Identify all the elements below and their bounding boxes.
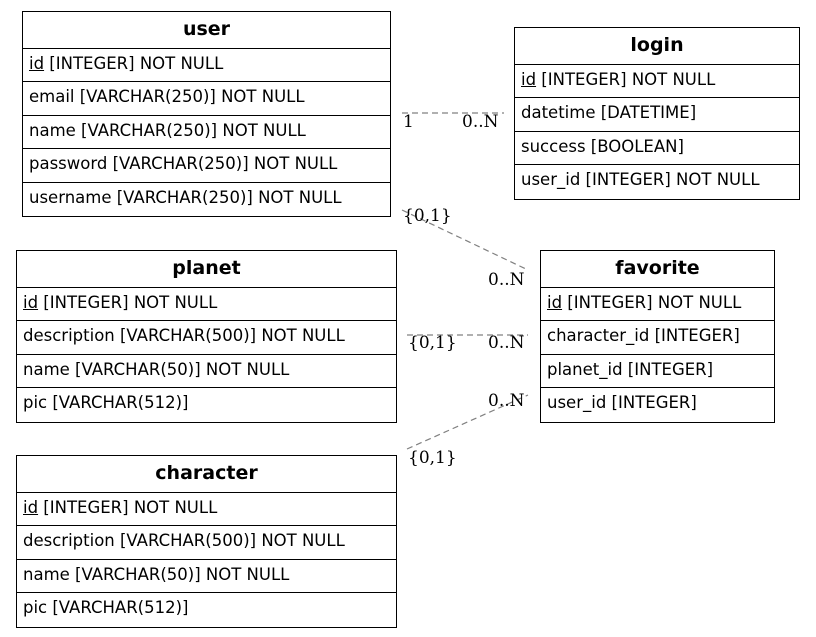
attribute-label: password [VARCHAR(250)] NOT NULL xyxy=(29,154,338,174)
attribute-label: email [VARCHAR(250)] NOT NULL xyxy=(29,87,305,107)
entity-title: login xyxy=(515,28,799,65)
attribute-label: name [VARCHAR(50)] NOT NULL xyxy=(23,564,290,584)
cardinality-user-login-to: 0..N xyxy=(462,112,499,132)
attribute-label: pic [VARCHAR(512)] xyxy=(23,598,189,618)
cardinality-character-favorite-to: 0..N xyxy=(488,391,525,411)
entity-title: favorite xyxy=(541,251,774,288)
character-favorite-link xyxy=(406,394,529,450)
attribute-row: username [VARCHAR(250)] NOT NULL xyxy=(23,183,390,216)
attribute-label: success [BOOLEAN] xyxy=(521,136,684,156)
attribute-label: [INTEGER] NOT NULL xyxy=(536,70,716,89)
cardinality-character-favorite-from: {0,1} xyxy=(408,448,457,468)
attribute-row: name [VARCHAR(50)] NOT NULL xyxy=(17,560,396,594)
attribute-label: user_id [INTEGER] NOT NULL xyxy=(521,170,760,190)
attribute-label: [INTEGER] NOT NULL xyxy=(44,54,224,73)
attribute-label: planet_id [INTEGER] xyxy=(547,359,714,379)
attribute-label: datetime [DATETIME] xyxy=(521,103,697,123)
attribute-label: pic [VARCHAR(512)] xyxy=(23,393,189,413)
attribute-row: id [INTEGER] NOT NULL xyxy=(23,49,390,83)
attribute-row: character_id [INTEGER] xyxy=(541,321,774,355)
attribute-row: datetime [DATETIME] xyxy=(515,98,799,132)
cardinality-planet-favorite-to: 0..N xyxy=(488,333,525,353)
entity-title: user xyxy=(23,12,390,49)
attribute-row: id [INTEGER] NOT NULL xyxy=(17,493,396,527)
attribute-row: description [VARCHAR(500)] NOT NULL xyxy=(17,321,396,355)
attribute-row: planet_id [INTEGER] xyxy=(541,355,774,389)
attribute-label: user_id [INTEGER] xyxy=(547,393,697,413)
attribute-label: name [VARCHAR(50)] NOT NULL xyxy=(23,359,290,379)
attribute-label: username [VARCHAR(250)] NOT NULL xyxy=(29,187,342,207)
attribute-row: name [VARCHAR(50)] NOT NULL xyxy=(17,355,396,389)
attribute-label: name [VARCHAR(250)] NOT NULL xyxy=(29,120,306,140)
cardinality-planet-favorite-from: {0,1} xyxy=(408,333,457,353)
attribute-label: [INTEGER] NOT NULL xyxy=(562,293,742,312)
attribute-label: description [VARCHAR(500)] NOT NULL xyxy=(23,326,345,346)
primary-key-label: id xyxy=(547,293,563,312)
attribute-row: name [VARCHAR(250)] NOT NULL xyxy=(23,116,390,150)
attribute-row: pic [VARCHAR(512)] xyxy=(17,593,396,626)
attribute-row: email [VARCHAR(250)] NOT NULL xyxy=(23,82,390,116)
attribute-row: id [INTEGER] NOT NULL xyxy=(541,288,774,322)
attribute-label: [INTEGER] NOT NULL xyxy=(38,293,218,312)
attribute-row: password [VARCHAR(250)] NOT NULL xyxy=(23,149,390,183)
attribute-label: character_id [INTEGER] xyxy=(547,326,740,346)
user-favorite-link xyxy=(401,209,529,271)
attribute-row: user_id [INTEGER] NOT NULL xyxy=(515,165,799,198)
cardinality-user-favorite-from: {0,1} xyxy=(403,206,452,226)
entity-title: planet xyxy=(17,251,396,288)
primary-key-label: id xyxy=(29,54,45,73)
attribute-row: id [INTEGER] NOT NULL xyxy=(515,65,799,99)
primary-key-label: id xyxy=(521,70,537,89)
attribute-row: success [BOOLEAN] xyxy=(515,132,799,166)
cardinality-user-favorite-to: 0..N xyxy=(488,270,525,290)
attribute-row: pic [VARCHAR(512)] xyxy=(17,388,396,421)
cardinality-user-login-from: 1 xyxy=(403,112,414,132)
attribute-label: description [VARCHAR(500)] NOT NULL xyxy=(23,531,345,551)
primary-key-label: id xyxy=(23,498,39,517)
entity-title: character xyxy=(17,456,396,493)
attribute-label: [INTEGER] NOT NULL xyxy=(38,498,218,517)
attribute-row: id [INTEGER] NOT NULL xyxy=(17,288,396,322)
attribute-row: user_id [INTEGER] xyxy=(541,388,774,421)
attribute-row: description [VARCHAR(500)] NOT NULL xyxy=(17,526,396,560)
primary-key-label: id xyxy=(23,293,39,312)
